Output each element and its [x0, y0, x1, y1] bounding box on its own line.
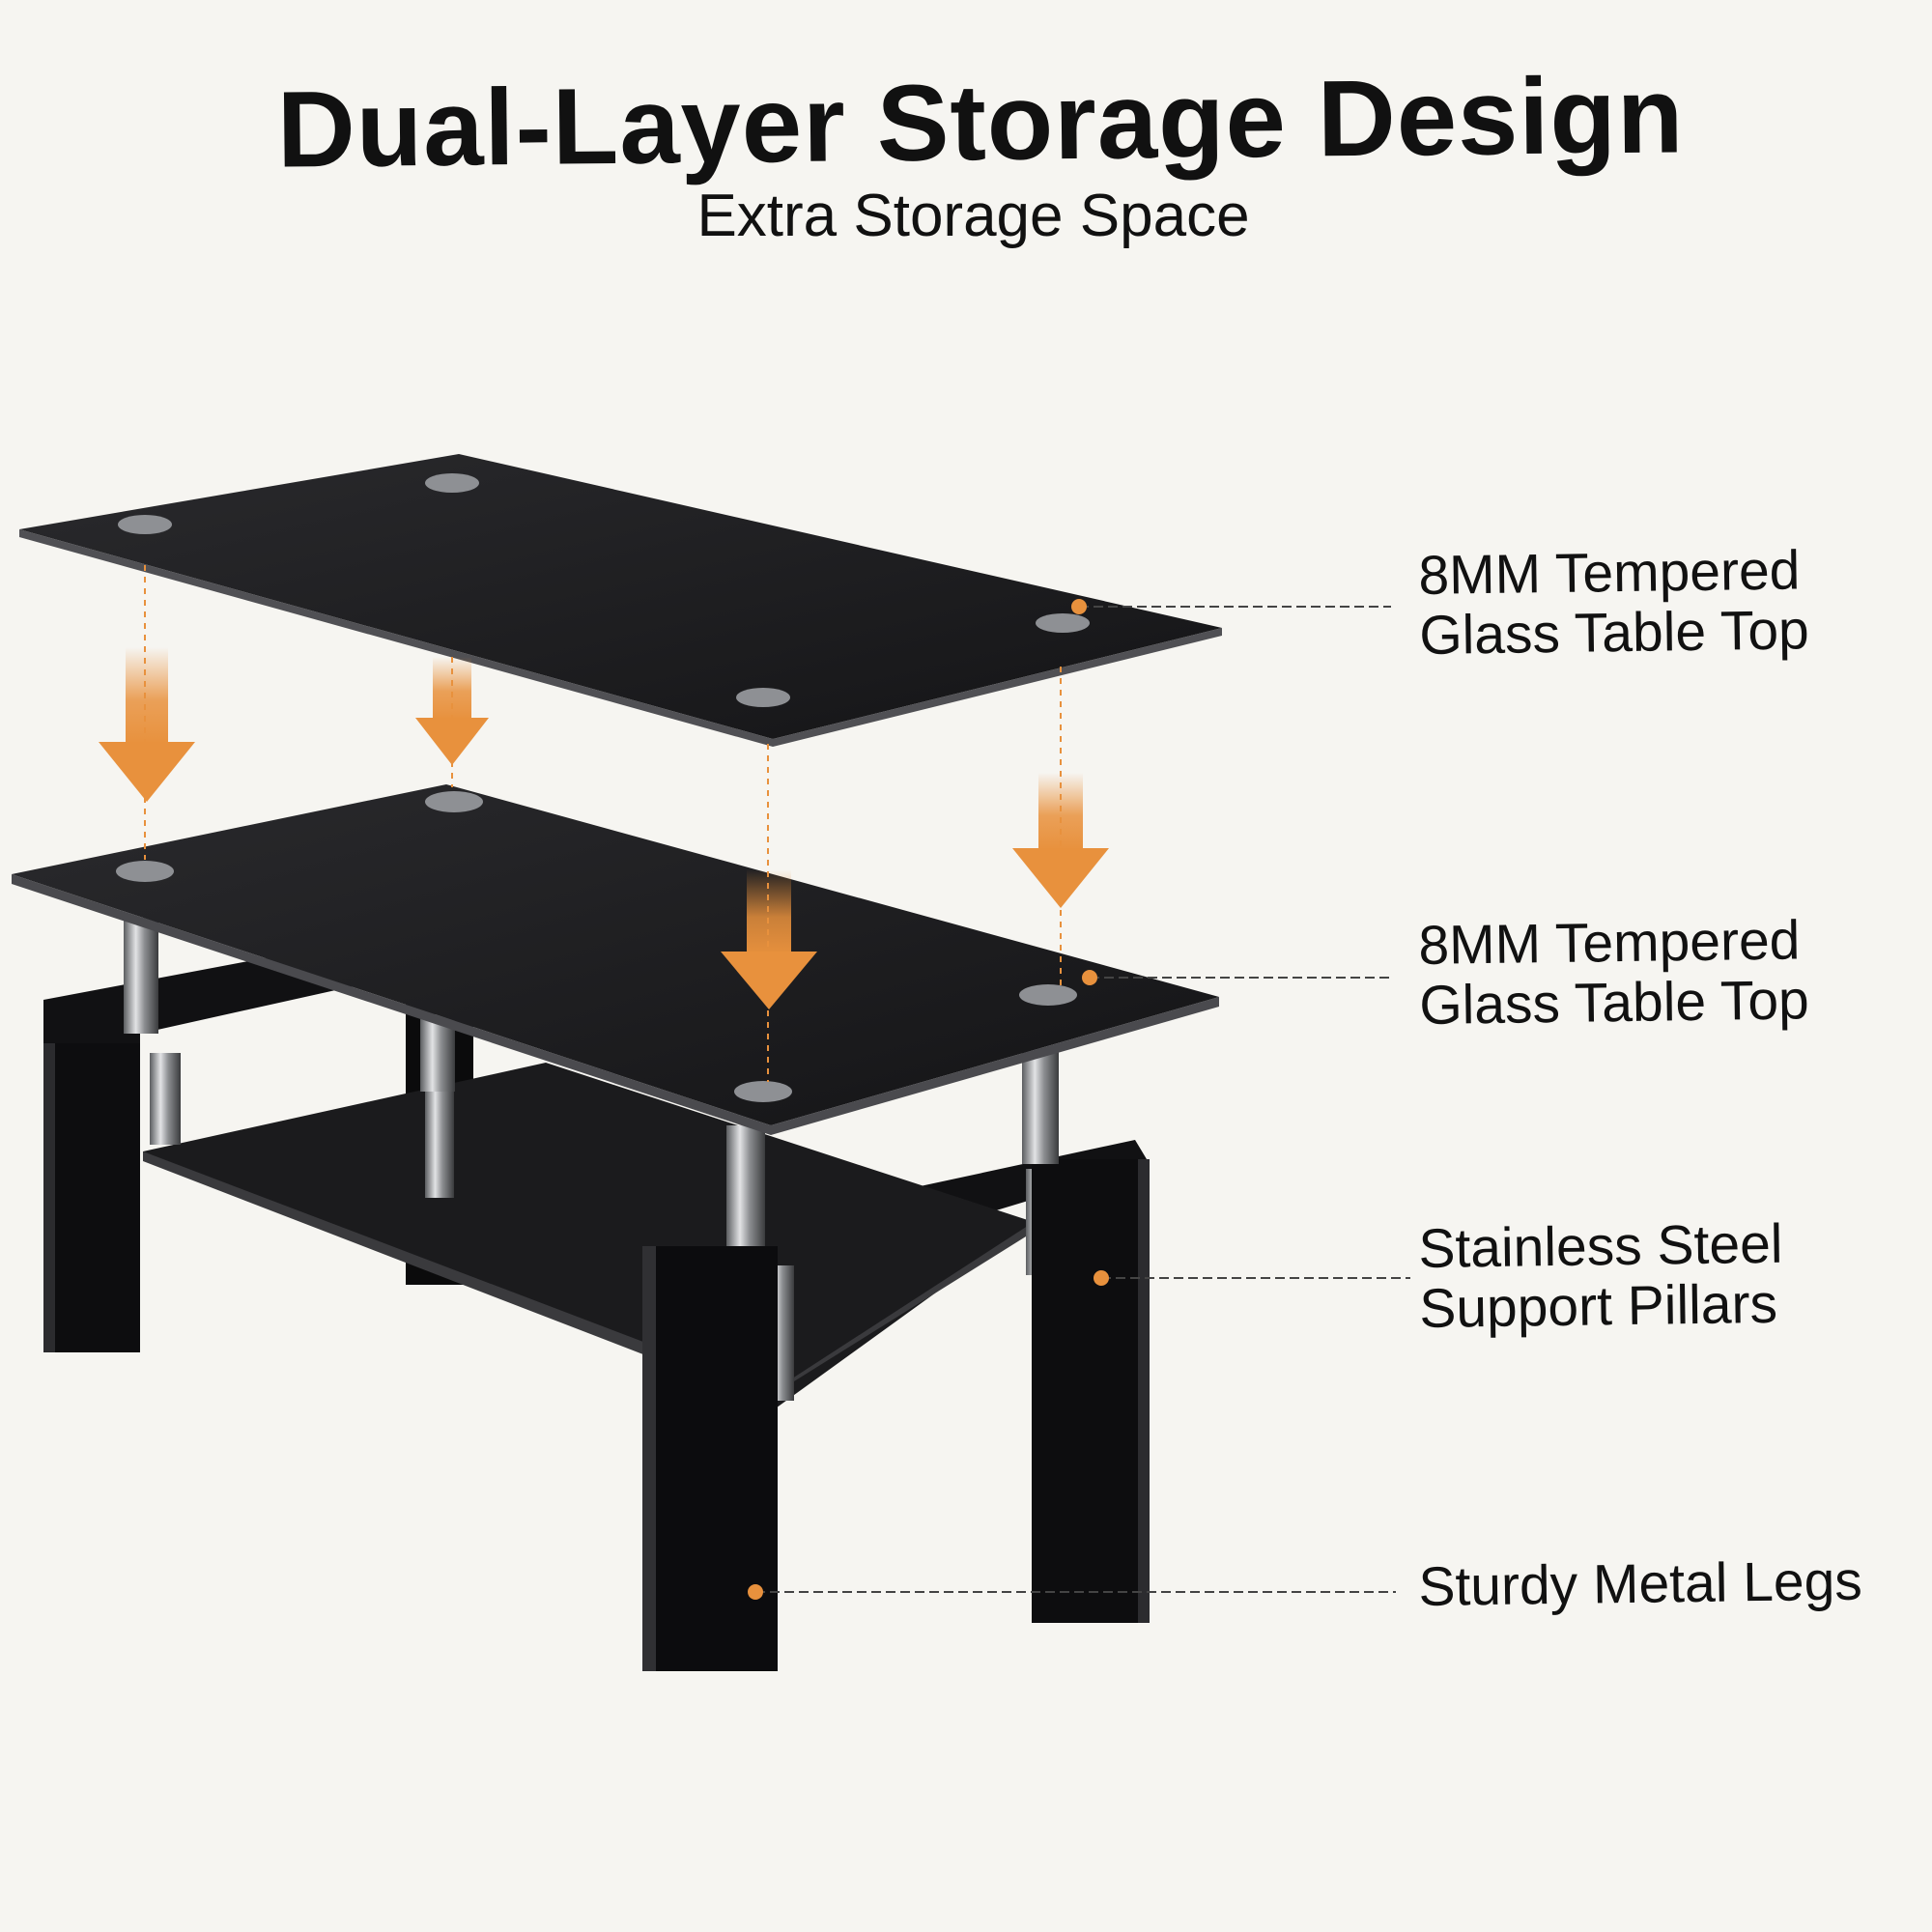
- callout-pillars: Stainless Steel Support Pillars: [1417, 1212, 1784, 1340]
- arrow-down-icon-3: [721, 869, 817, 1009]
- headline-subtitle: Extra Storage Space: [696, 183, 1250, 249]
- callout-dots: [748, 599, 1109, 1600]
- lower-glass-shelf: [143, 1063, 1034, 1410]
- callout-middle-glass-line1: 8MM Tempered: [1417, 909, 1801, 977]
- top-glass: [19, 454, 1222, 747]
- alignment-guides: [144, 565, 1062, 1082]
- callout-legs: Sturdy Metal Legs: [1417, 1549, 1863, 1618]
- upper-pillars: [124, 918, 1059, 1246]
- middle-glass-top: [12, 784, 1219, 1135]
- callout-pillars-line2: Support Pillars: [1418, 1272, 1778, 1340]
- callout-middle-glass-line2: Glass Table Top: [1418, 969, 1810, 1037]
- front-left-leg: [642, 1246, 778, 1671]
- callout-top-glass: 8MM Tempered Glass Table Top: [1417, 539, 1810, 667]
- arrow-down-icon-2: [415, 657, 489, 765]
- callout-pillars-line1: Stainless Steel: [1417, 1212, 1783, 1280]
- arrow-down-icon-4: [1012, 773, 1109, 908]
- callout-top-glass-line1: 8MM Tempered: [1417, 539, 1801, 607]
- left-frame-rail: [43, 952, 357, 1043]
- callout-leaders: [755, 606, 1410, 1593]
- callout-middle-glass: 8MM Tempered Glass Table Top: [1417, 909, 1810, 1037]
- callout-top-glass-line2: Glass Table Top: [1418, 599, 1810, 667]
- arrow-down-icon-1: [99, 647, 195, 802]
- front-right-leg: [1032, 1159, 1150, 1623]
- callout-legs-line1: Sturdy Metal Legs: [1417, 1549, 1863, 1618]
- back-left-leg: [43, 1000, 140, 1352]
